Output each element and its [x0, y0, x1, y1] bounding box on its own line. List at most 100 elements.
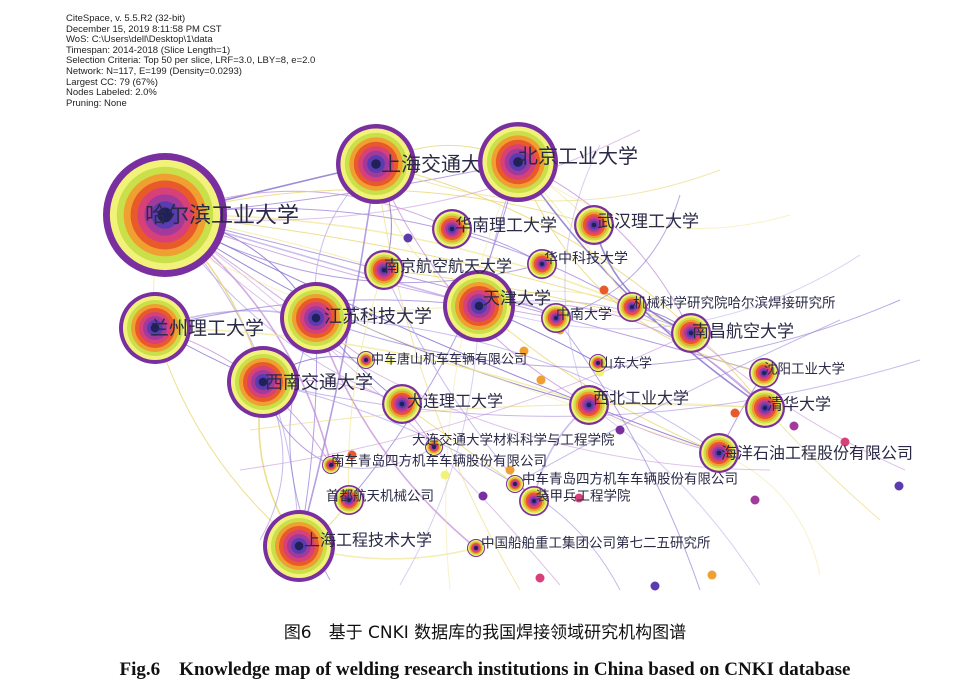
network-edge — [690, 332, 906, 471]
node-core — [157, 207, 173, 223]
node-just: 江苏科技大学 — [280, 282, 432, 354]
network-node-dot — [574, 493, 584, 503]
network-node-dot — [505, 465, 515, 475]
citespace-info: CiteSpace, v. 5.5.R2 (32-bit) December 1… — [66, 13, 316, 109]
node-cabm: 首都航天机械公司 — [326, 485, 434, 515]
network-node-dot — [840, 437, 850, 447]
node-label: 沈阳工业大学 — [764, 362, 845, 378]
network-edge — [347, 269, 385, 501]
node-label: 上海工程技术大学 — [304, 531, 432, 550]
node-label: 南车青岛四方机车车辆股份有限公司 — [331, 453, 547, 470]
network-edge — [375, 163, 721, 202]
network-node-dot — [789, 421, 799, 431]
network-edge — [239, 332, 692, 471]
node-core — [630, 305, 634, 309]
info-source: WoS: C:\Users\dell\Desktop\1\data — [66, 34, 213, 46]
info-timespan: Timespan: 2014-2018 (Slice Length=1) — [66, 44, 231, 56]
network-edge — [164, 214, 720, 454]
node-label: 首都航天机械公司 — [326, 489, 434, 505]
node-hwi: 机械科学研究院哈尔滨焊接研究所 — [617, 292, 836, 322]
node-core — [432, 445, 436, 449]
network-edge — [383, 269, 692, 334]
node-label: 哈尔滨工业大学 — [145, 204, 299, 229]
network-edge — [315, 317, 477, 549]
figure-caption-en: Fig.6 Knowledge map of welding research … — [119, 659, 851, 680]
co-occurrence-network: 哈尔滨工业大学上海交通大学北京工业大学兰州理工大学西南交通大学江苏科技大学天津大… — [103, 122, 921, 591]
institution-nodes: 哈尔滨工业大学上海交通大学北京工业大学兰州理工大学西南交通大学江苏科技大学天津大… — [103, 122, 913, 582]
info-nodes-labeled: Nodes Labeled: 2.0% — [66, 87, 157, 99]
info-version: CiteSpace, v. 5.5.R2 (32-bit) — [66, 13, 186, 24]
network-node-dot — [730, 408, 740, 418]
node-swjtu: 西南交通大学 — [227, 346, 373, 418]
network-edge — [348, 161, 519, 501]
node-core — [532, 499, 536, 503]
node-label: 西北工业大学 — [593, 389, 689, 408]
node-crrc_ts: 中车唐山机车车辆有限公司 — [357, 351, 527, 369]
node-core — [347, 498, 351, 502]
network-edge — [249, 403, 766, 431]
node-label: 武汉理工大学 — [597, 212, 699, 232]
node-nuaa: 南京航空航天大学 — [364, 250, 512, 290]
node-label: 北京工业大学 — [518, 144, 638, 168]
network-edge — [164, 214, 633, 308]
info-selection: Selection Criteria: Top 50 per slice, LR… — [66, 55, 316, 67]
network-edge — [164, 129, 641, 221]
node-label: 中南大学 — [556, 307, 612, 323]
node-core — [762, 405, 768, 411]
node-core — [474, 301, 484, 311]
network-edge — [399, 305, 480, 586]
node-core — [591, 222, 597, 228]
network-node-dot — [536, 375, 546, 385]
network-edge — [564, 144, 601, 406]
node-core — [311, 313, 321, 323]
node-label: 江苏科技大学 — [324, 306, 432, 327]
node-core — [399, 401, 405, 407]
node-core — [381, 267, 387, 273]
node-label: 兰州理工大学 — [150, 318, 264, 340]
network-edge — [514, 319, 841, 485]
node-label: 华中科技大学 — [544, 251, 628, 267]
node-sues: 上海工程技术大学 — [263, 510, 432, 582]
node-sut: 沈阳工业大学 — [749, 358, 845, 388]
node-thu: 清华大学 — [745, 388, 831, 428]
network-node-dot — [599, 285, 609, 295]
node-sdu: 山东大学 — [589, 354, 652, 372]
node-csu: 中南大学 — [541, 303, 612, 333]
node-label: 海洋石油工程股份有限公司 — [721, 444, 913, 463]
network-edge — [588, 404, 761, 586]
network-edge — [298, 163, 377, 547]
node-hit: 哈尔滨工业大学 — [103, 153, 299, 277]
network-edge — [375, 163, 521, 591]
node-label: 南京航空航天大学 — [384, 257, 512, 276]
node-label: 中车唐山机车车辆有限公司 — [371, 352, 527, 368]
node-core — [150, 323, 160, 333]
node-lut: 兰州理工大学 — [119, 292, 264, 364]
node-label: 西南交通大学 — [265, 372, 373, 393]
network-edge — [330, 446, 435, 469]
node-core — [258, 377, 268, 387]
network-edge — [555, 317, 701, 591]
node-core — [554, 316, 558, 320]
node-cooec: 海洋石油工程股份有限公司 — [699, 433, 913, 473]
info-pruning: Pruning: None — [66, 97, 127, 109]
network-node-dot — [519, 346, 529, 356]
node-core — [762, 371, 766, 375]
node-tju: 天津大学 — [443, 270, 551, 342]
node-dlut: 大连理工大学 — [382, 384, 503, 424]
network-edge — [445, 161, 519, 591]
figure-caption-cn: 图6 基于 CNKI 数据库的我国焊接领域研究机构图谱 — [283, 623, 687, 643]
node-label: 南昌航空大学 — [692, 322, 794, 342]
node-core — [364, 358, 368, 362]
node-core — [329, 463, 333, 467]
network-edge — [154, 327, 590, 406]
node-label: 大连理工大学 — [407, 392, 503, 411]
node-nwpu: 西北工业大学 — [569, 385, 689, 425]
node-label: 机械科学研究院哈尔滨焊接研究所 — [633, 295, 836, 312]
node-core — [294, 541, 304, 551]
node-core — [513, 482, 517, 486]
network-edge — [315, 317, 720, 454]
network-node-dot — [894, 481, 904, 491]
node-crrc_sf_south: 南车青岛四方机车车辆股份有限公司 — [322, 453, 547, 474]
node-core — [540, 262, 544, 266]
info-largest-cc: Largest CC: 79 (67%) — [66, 76, 158, 88]
